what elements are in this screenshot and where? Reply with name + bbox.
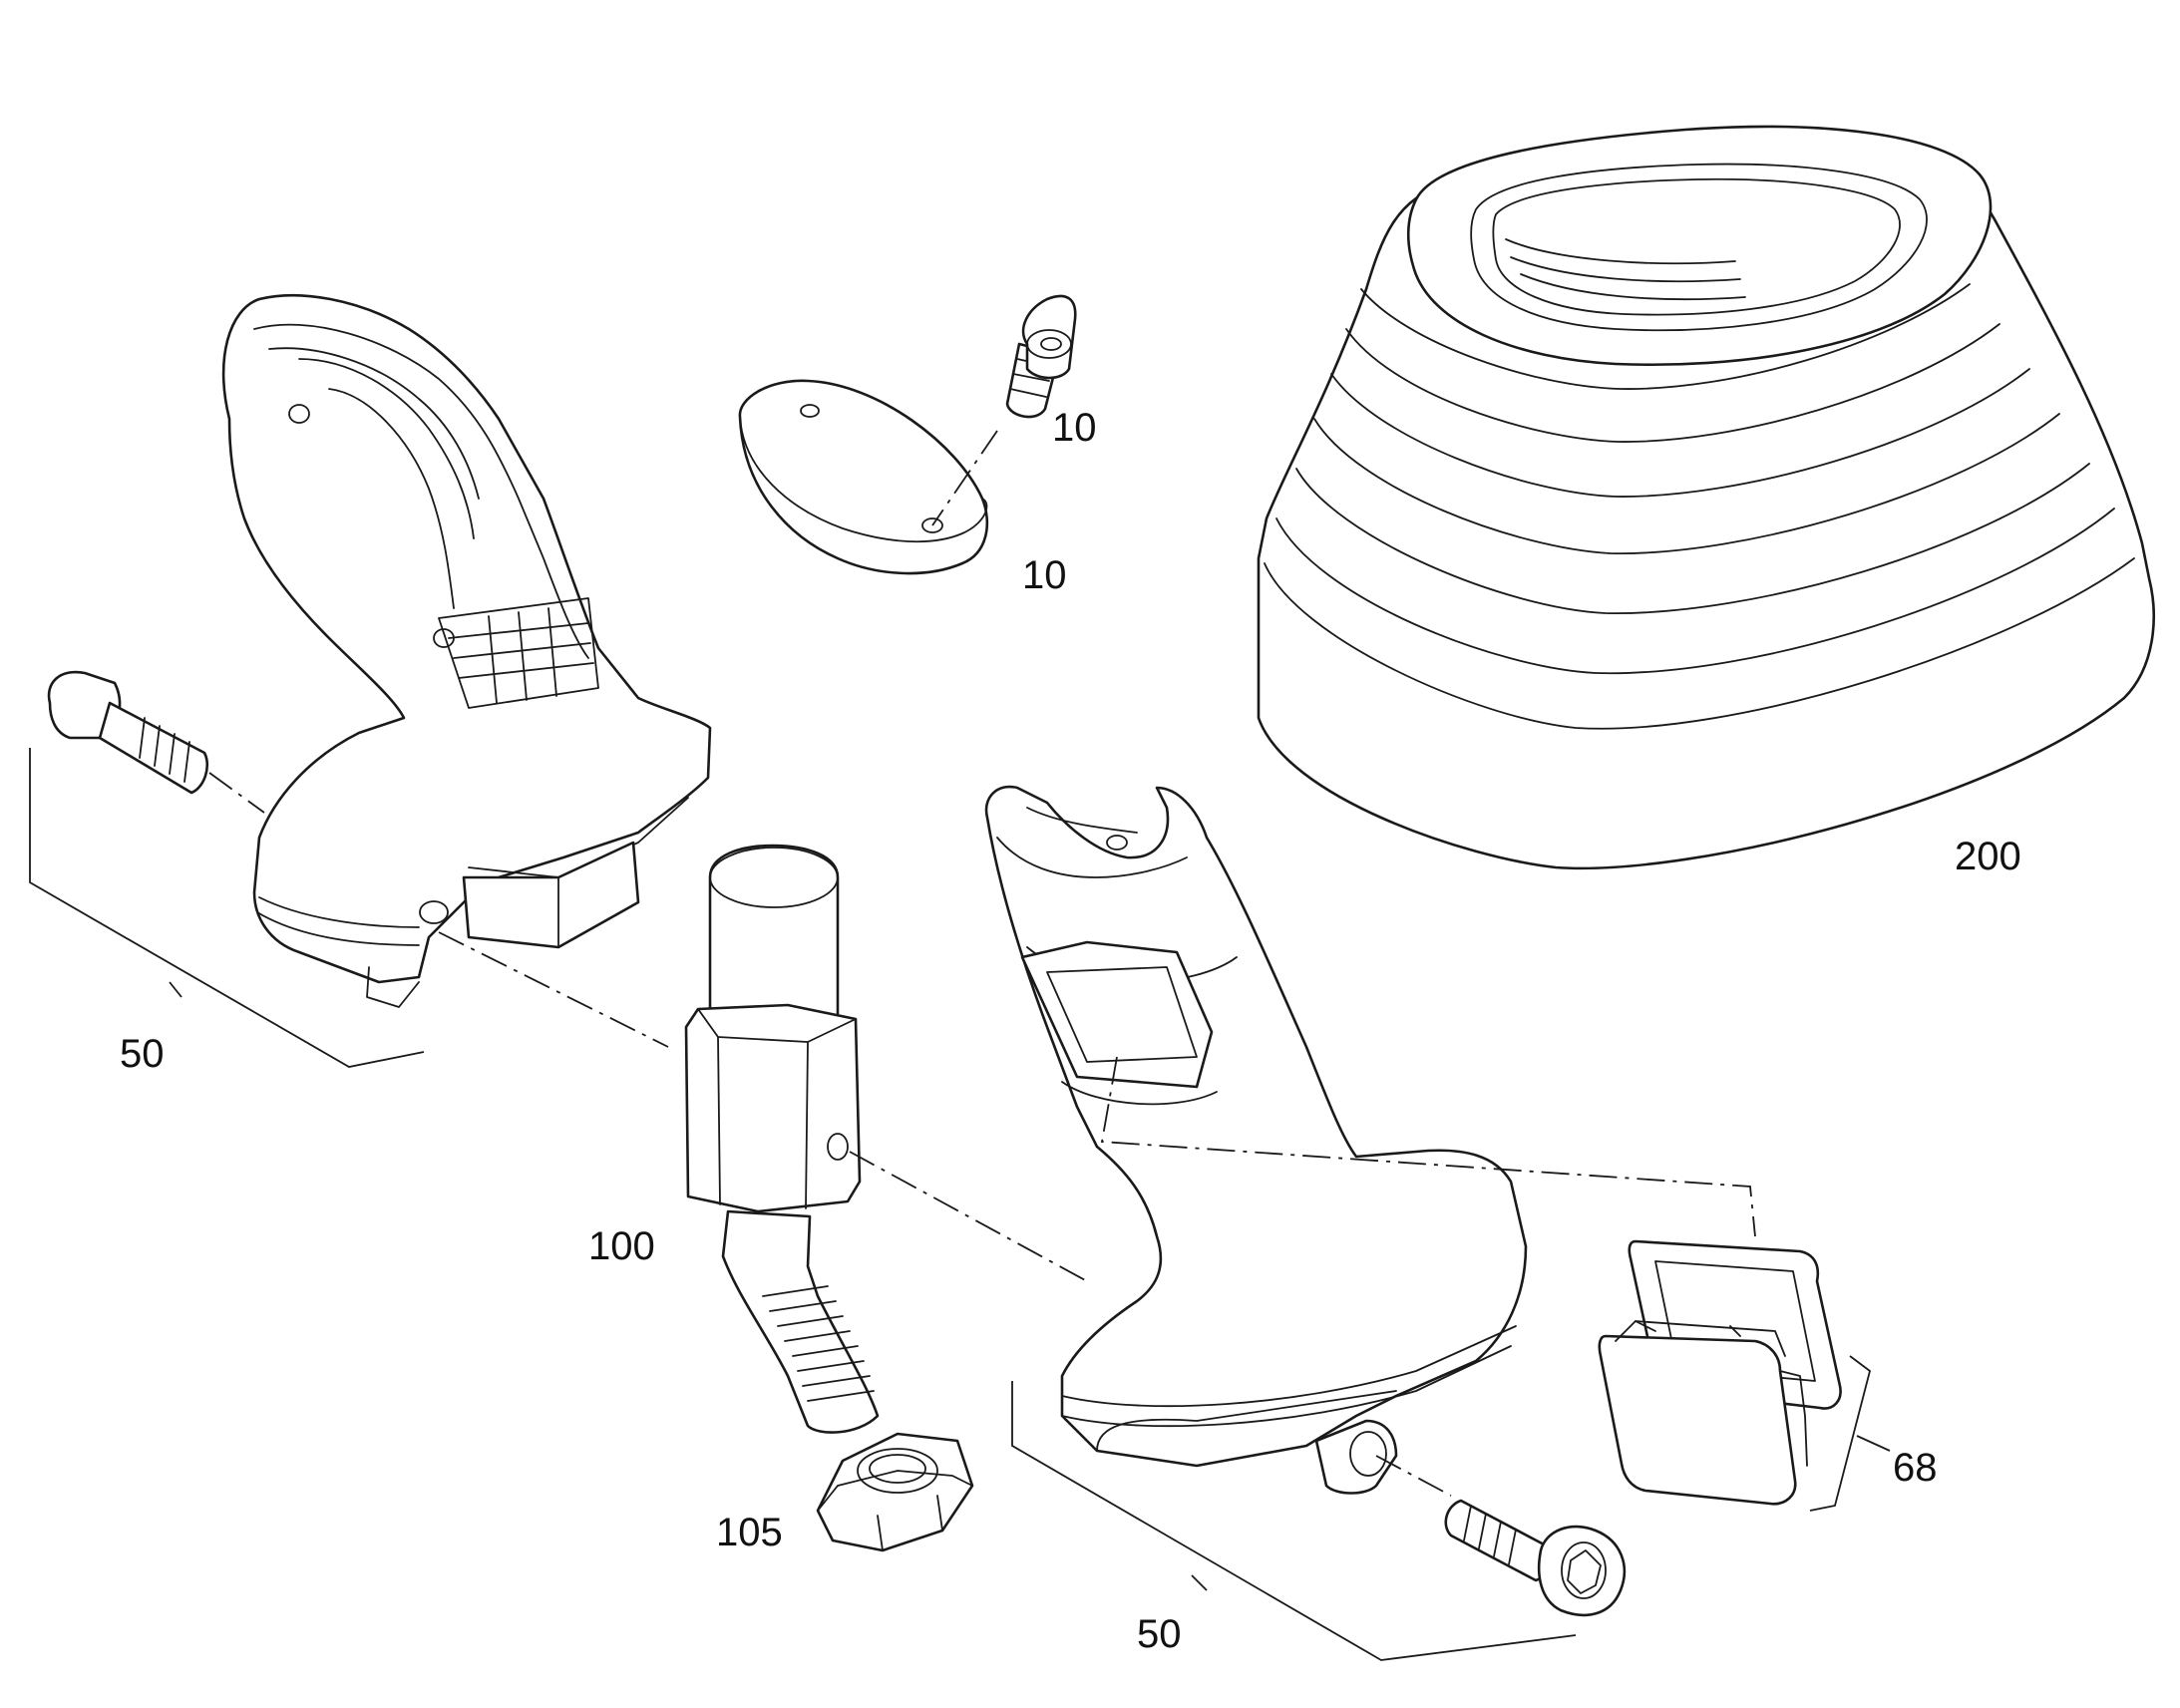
hex-nut-part xyxy=(816,1432,974,1552)
right-bolt-axis xyxy=(1375,1455,1452,1497)
left-bolt-axis xyxy=(208,772,265,814)
right-grip-half-part xyxy=(984,785,1528,1495)
left-half-callout: 50 xyxy=(120,1032,165,1076)
insert-bracket xyxy=(1809,1355,1872,1512)
left-bolt-part xyxy=(47,670,209,795)
cap-callout: 10 xyxy=(1022,553,1067,597)
cap-screw-axis xyxy=(931,430,998,526)
square-insert-part xyxy=(1598,1239,1842,1506)
left-half-bracket xyxy=(29,748,425,1068)
boot-callout: 200 xyxy=(1955,835,2021,878)
insert-callout: 68 xyxy=(1893,1446,1938,1490)
left-half-leader xyxy=(169,981,182,998)
nut-callout: 105 xyxy=(716,1511,783,1554)
shaft-callout: 100 xyxy=(588,1224,655,1268)
right-half-leader xyxy=(1191,1574,1208,1591)
top-cap-part xyxy=(738,379,989,575)
left-grip-half-part xyxy=(221,293,712,1008)
right-bolt-part xyxy=(1444,1499,1627,1617)
screw-callout: 10 xyxy=(1052,406,1097,450)
shaft-left-axis xyxy=(438,931,669,1048)
right-half-callout: 50 xyxy=(1137,1612,1182,1656)
shaft-right-axis xyxy=(849,1151,1088,1282)
insert-leader xyxy=(1856,1435,1891,1452)
cap-screw-part xyxy=(1005,294,1077,419)
rubber-boot-part xyxy=(1257,125,2155,870)
right-half-bracket xyxy=(1011,1381,1577,1661)
shaft-part xyxy=(684,844,880,1434)
